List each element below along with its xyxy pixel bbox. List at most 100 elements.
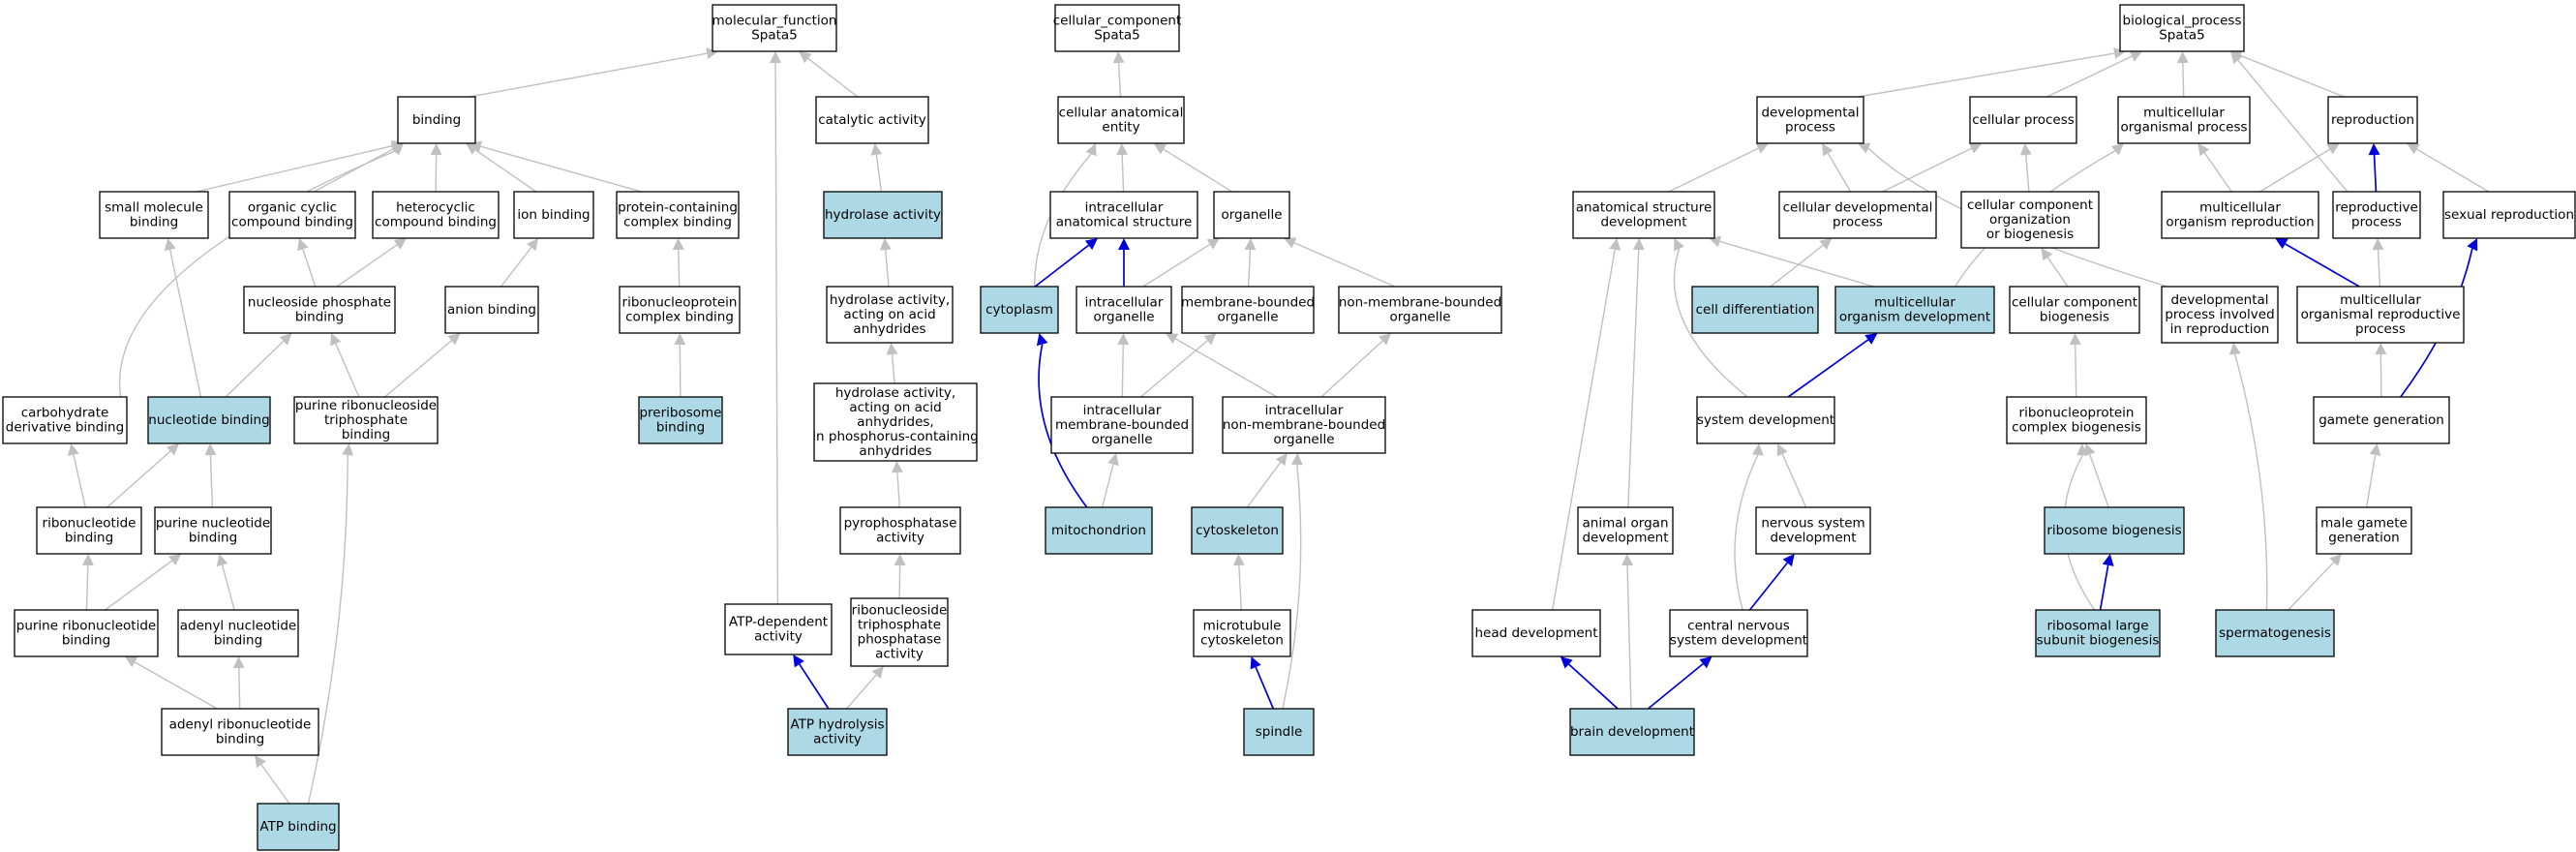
term-label-line: ribonucleoprotein	[2019, 406, 2135, 421]
go-term-mito[interactable]: mitochondrion	[1045, 506, 1153, 555]
arrowhead-nonmemb-to-organelle	[1284, 237, 1297, 249]
edge-purribonuc-to-ribonuc	[85, 564, 89, 611]
term-label-line: developmental	[1761, 106, 1859, 121]
arrowhead-anatdev-to-devproc	[1755, 142, 1769, 154]
edge-ribobio-to-rnpbio	[2089, 454, 2109, 508]
arrowhead-hydacid-to-hydrolase	[879, 238, 892, 251]
go-term-sysdev[interactable]: system development	[1696, 396, 1835, 444]
term-label-line: adenyl ribonucleotide	[169, 717, 312, 733]
arrowhead-intorg-to-ias	[1118, 238, 1130, 250]
go-term-cytoskel[interactable]: cytoskeleton	[1191, 506, 1284, 555]
go-term-ionb[interactable]: ion binding	[513, 191, 594, 239]
edge-devproc-to-bp	[1857, 52, 2115, 98]
go-term-sexrepro[interactable]: sexual reproduction	[2442, 191, 2576, 239]
arrowhead-nucphos-to-orgcyclic	[297, 238, 309, 252]
term-label-line: anhydrides	[853, 321, 925, 337]
term-box	[1213, 191, 1290, 239]
go-term-cellproc[interactable]: cellular process	[1969, 96, 2077, 144]
go-term-hydacid[interactable]: hydrolase activity,acting on acidanhydri…	[826, 286, 954, 344]
go-term-anion[interactable]: anion binding	[444, 286, 539, 334]
go-term-headdev[interactable]: head development	[1471, 609, 1601, 657]
go-term-braindev[interactable]: brain development	[1569, 708, 1695, 756]
go-term-repro[interactable]: reproduction	[2327, 96, 2418, 144]
go-term-cytoplasm[interactable]: cytoplasm	[980, 286, 1059, 334]
go-term-organelle[interactable]: organelle	[1213, 191, 1290, 239]
go-term-atpb[interactable]: ATP binding	[257, 803, 340, 851]
go-term-hydrolase[interactable]: hydrolase activity	[823, 191, 943, 239]
arrowhead-ribotriphos-to-pyrophos	[894, 554, 906, 566]
go-term-celldiff[interactable]: cell differentiation	[1691, 286, 1819, 334]
edge-microtub-to-cytoskel	[1238, 564, 1242, 611]
edge-headdev-to-anatdev	[1551, 249, 1616, 611]
go-term-binding[interactable]: binding	[397, 96, 476, 144]
arrowhead-intorg-to-organelle	[1206, 238, 1220, 250]
term-box	[1471, 609, 1601, 657]
edge-multirepro-to-multiorg	[2203, 152, 2232, 193]
go-term-ribobio[interactable]: ribosome biogenesis	[2044, 506, 2185, 555]
go-term-spindle[interactable]: spindle	[1243, 708, 1315, 756]
term-label-line: ATP binding	[259, 819, 336, 835]
term-box	[2009, 286, 2140, 334]
go-term-nucb[interactable]: nucleotide binding	[147, 396, 271, 444]
term-label-line: molecular_function	[712, 14, 837, 29]
edge-braindev-to-animalorg	[1626, 564, 1632, 710]
edge-catalytic-to-mf	[807, 57, 859, 98]
go-term-intnonmemb[interactable]: intracellularnon-membrane-boundedorganel…	[1222, 396, 1386, 454]
edge-purribotri-to-anion	[384, 340, 452, 398]
edge-celldiff-to-celldevproc	[1770, 244, 1824, 288]
go-term-spermato[interactable]: spermatogenesis	[2215, 609, 2335, 657]
term-label-line: ATP-dependent	[729, 615, 828, 630]
go-term-ribotriphos[interactable]: ribonucleosidetriphosphatephosphataseact…	[850, 597, 949, 667]
go-term-catalytic[interactable]: catalytic activity	[815, 96, 929, 144]
term-label-line: binding	[189, 531, 237, 546]
term-label-line: activity	[813, 732, 862, 747]
go-term-gamete[interactable]: gamete generation	[2313, 396, 2450, 444]
go-term-hydphos[interactable]: hydrolase activity,acting on acidanhydri…	[812, 382, 979, 462]
term-box	[513, 191, 594, 239]
